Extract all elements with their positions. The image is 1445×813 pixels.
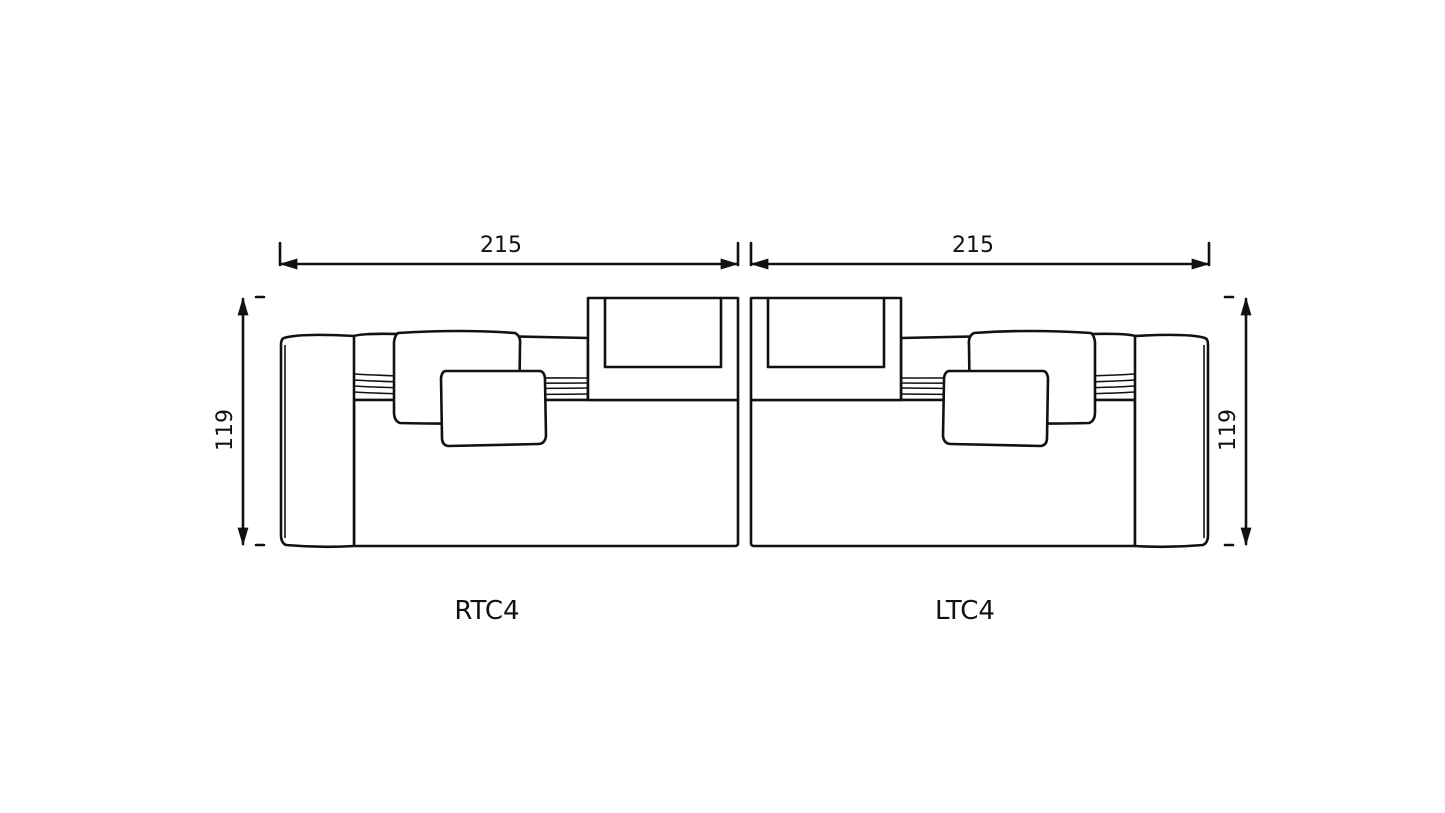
rtc4-depth-label: 119 — [213, 409, 238, 451]
ltc4-label: LTC4 — [935, 596, 995, 626]
rtc4-label: RTC4 — [454, 596, 519, 626]
rtc4-width-label: 215 — [480, 233, 522, 258]
module-rtc4 — [243, 243, 738, 547]
ltc4-depth-label: 119 — [1216, 409, 1241, 451]
ltc4-width-label: 215 — [952, 233, 994, 258]
module-ltc4 — [751, 243, 1246, 547]
